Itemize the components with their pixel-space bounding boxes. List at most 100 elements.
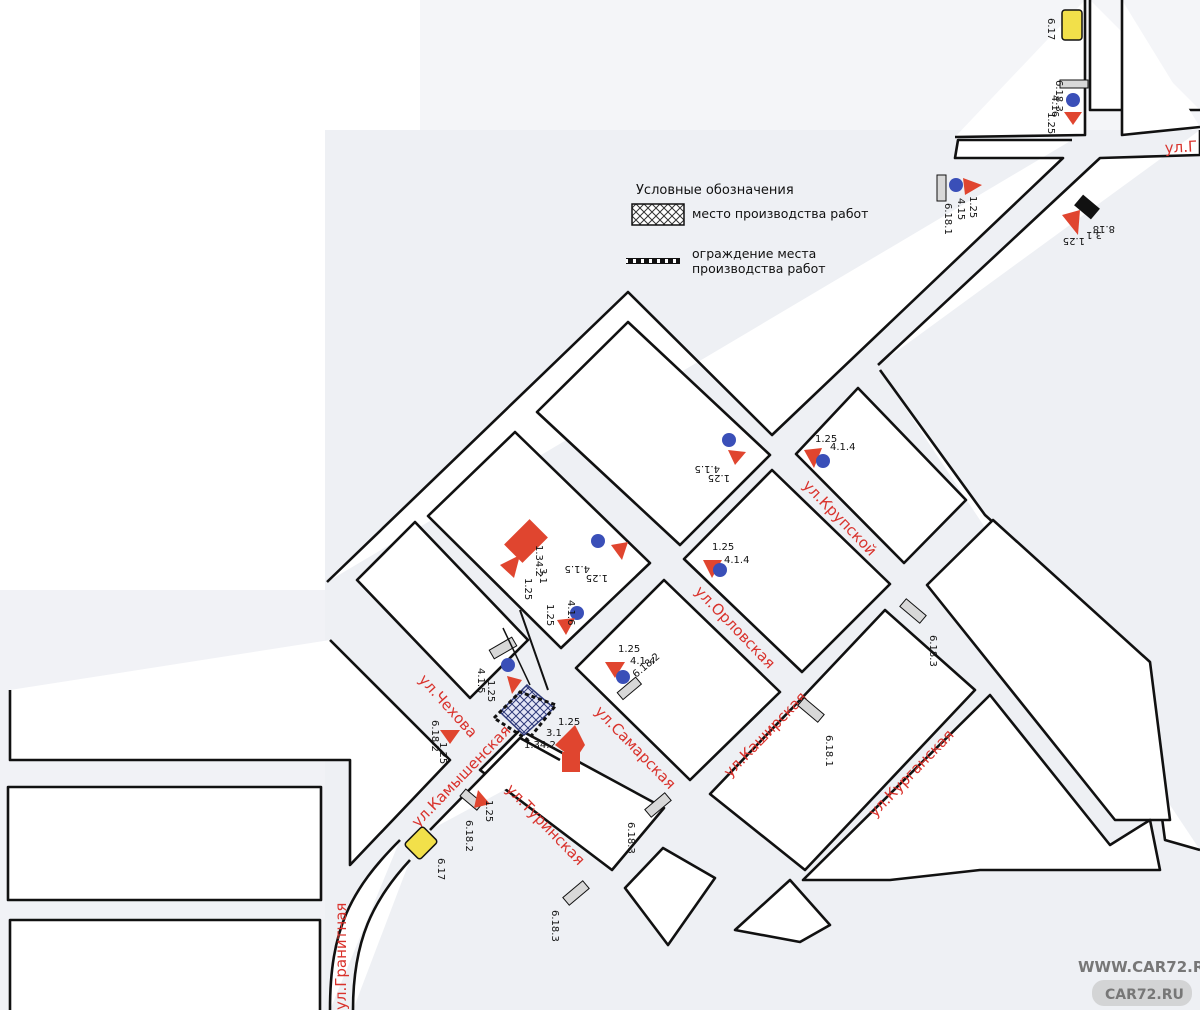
sign-red-plate-samarskaya xyxy=(562,752,580,772)
sign-red-3-1 xyxy=(1062,210,1080,235)
watermark-url: WWW.CAR72.RU xyxy=(1078,958,1200,976)
legend-title: Условные обозначения xyxy=(636,183,794,198)
sign-code-8-18: 8.18 xyxy=(1093,223,1115,234)
city-blocks xyxy=(6,0,1200,1010)
sign-code-6-17-top: 6.17 xyxy=(1045,18,1056,40)
sign-code-4-1-5-a2: 4.1.5 xyxy=(565,563,590,574)
sign-plate-6-18-3-bottom xyxy=(562,880,590,906)
road-signs: 6.17 6.18.3 4.16 1.25 6.18.1 4.15 1.25 8… xyxy=(404,9,1115,942)
sign-blue-circle-a2 xyxy=(591,534,605,548)
legend-fence-label-line1: ограждение места xyxy=(692,246,816,261)
sign-plate-6-18-2-samarskaya xyxy=(616,676,643,701)
road-curve-granitnaya xyxy=(328,839,401,1010)
sign-code-1-25-a2: 1.25 xyxy=(586,572,608,583)
sign-black-8-18 xyxy=(1074,194,1100,220)
sign-code-4-1-4-orlovskaya: 4.1.4 xyxy=(724,555,749,566)
sign-red-triangle-worksite xyxy=(507,676,522,694)
sign-red-triangle-samarskaya xyxy=(605,662,625,678)
street-label-granitnaya: ул.Гранитная xyxy=(332,903,350,1010)
sign-yellow-6-17-top xyxy=(1061,9,1083,41)
sign-code-4-1-5-worksite: 4.1.5 xyxy=(475,668,486,693)
fence-line-1 xyxy=(519,609,549,691)
block-top-right-3 xyxy=(954,0,1087,139)
sign-code-1-25-right: 1.25 xyxy=(558,717,580,728)
block-east-outer xyxy=(877,130,1200,366)
sign-code-1-25-worksite: 1.25 xyxy=(485,680,496,702)
sign-code-6-18-2-chekhova: 6.18.2 xyxy=(429,720,440,752)
sign-code-1-34-2-top: 1.34.2 xyxy=(533,545,544,577)
block-c1 xyxy=(574,578,782,782)
block-c2 xyxy=(708,608,977,872)
sign-code-1-25-orlovskaya: 1.25 xyxy=(712,542,734,553)
sign-code-3-1-right: 3.1 xyxy=(546,728,562,739)
sign-code-6-18-3-bottom: 6.18.3 xyxy=(549,910,560,942)
sign-blue-circle-krupskoy xyxy=(816,454,830,468)
sign-blue-circle-orlovskaya xyxy=(713,563,727,577)
sign-red-triangle-4-1-6 xyxy=(557,618,575,635)
block-d2 xyxy=(623,846,717,947)
sign-blue-circle-samarskaya xyxy=(616,670,630,684)
sign-blue-circle-4-15 xyxy=(949,178,963,192)
block-b1 xyxy=(682,468,892,674)
sign-red-triangle-chekhova xyxy=(440,730,460,744)
block-b2 xyxy=(794,386,968,565)
fence-line-2 xyxy=(502,627,531,686)
block-c3 xyxy=(925,518,1172,822)
sign-code-4-16-top: 4.16 xyxy=(1049,95,1060,117)
block-left-bottom xyxy=(8,918,322,1010)
block-left-top xyxy=(8,639,452,867)
sign-code-3-1-left: 3.1 xyxy=(537,568,548,584)
sign-code-1-25-top: 1.25 xyxy=(1045,112,1056,134)
sign-red-arrow-1 xyxy=(504,519,548,563)
legend: Условные обозначения место производства … xyxy=(626,183,868,276)
sign-red-triangle-a2 xyxy=(611,542,628,560)
sign-code-1-25-turinskaya: 1.25 xyxy=(483,800,494,822)
sign-code-6-17-bottom: 6.17 xyxy=(435,858,446,880)
sign-code-4-1-6: 4.1.6 xyxy=(565,600,576,625)
sign-code-6-18-1: 6.18.1 xyxy=(942,203,953,235)
sign-red-triangle-a1 xyxy=(728,450,746,465)
block-west-small xyxy=(355,520,530,700)
sign-plate-6-18-3-top xyxy=(1059,79,1089,89)
road-line-kamyshenskaya xyxy=(429,736,561,831)
sign-code-6-18-1-kashirskaya: 6.18.1 xyxy=(823,735,834,767)
block-a1 xyxy=(535,320,772,547)
street-label-top-right: ул.Г xyxy=(1164,137,1197,157)
sign-code-1-25-samarskaya: 1.25 xyxy=(618,644,640,655)
sign-code-6-18-2-turinskaya: 6.18.2 xyxy=(463,820,474,852)
sign-yellow-6-17-bottom xyxy=(404,826,438,860)
sign-red-arrow-samarskaya xyxy=(555,725,585,760)
sign-code-4-1-4-krupskoy: 4.1.4 xyxy=(830,442,855,453)
sign-plate-6-18-1 xyxy=(936,174,947,202)
sign-code-6-18-3-right: 6.18.3 xyxy=(927,635,938,667)
watermark-logo: CAR72.RU xyxy=(1105,987,1184,1003)
block-left-mid xyxy=(6,785,323,902)
sign-blue-circle-top xyxy=(1066,93,1080,107)
sign-code-1-25-left: 1.25 xyxy=(522,578,533,600)
sign-code-4-15: 4.15 xyxy=(955,198,966,220)
sign-blue-circle-a1 xyxy=(722,433,736,447)
block-top-right-2 xyxy=(1120,0,1200,137)
legend-fence-swatch xyxy=(626,258,680,264)
sign-red-triangle-1-25-ne xyxy=(963,178,982,195)
sign-code-6-18-3-turinskaya: 6.18.3 xyxy=(625,822,636,854)
sign-code-1-25-krupskoy: 1.25 xyxy=(815,434,837,445)
sign-plate-6-18-3-turinskaya xyxy=(644,792,672,818)
sign-code-4-1-5-a1: 4.1.5 xyxy=(695,463,720,474)
sign-red-triangle-turinskaya xyxy=(474,790,490,808)
sign-red-triangle-top xyxy=(1064,112,1082,125)
sign-code-4-1-4-samarskaya: 4.1.4 xyxy=(630,656,655,667)
sign-code-1-25-chekhova: 1.25 xyxy=(437,742,448,764)
legend-work-site-label: место производства работ xyxy=(692,206,868,221)
sign-red-triangle-krupskoy xyxy=(804,448,822,468)
sign-code-1-25-a1: 1.25 xyxy=(708,472,730,483)
block-d3 xyxy=(733,878,832,944)
sign-plate-6-18-1-kashirskaya xyxy=(797,697,825,723)
sign-red-triangle-left-a2 xyxy=(500,555,520,578)
sign-code-1-34-2-right: 1.34.2 xyxy=(524,740,556,751)
sign-code-6-18-3-top: 6.18.3 xyxy=(1053,80,1064,112)
road-curve-granitnaya-2 xyxy=(351,859,411,1010)
watermark-logo-bg xyxy=(1092,980,1192,1006)
sign-plate-6-18-3-right xyxy=(899,598,927,624)
